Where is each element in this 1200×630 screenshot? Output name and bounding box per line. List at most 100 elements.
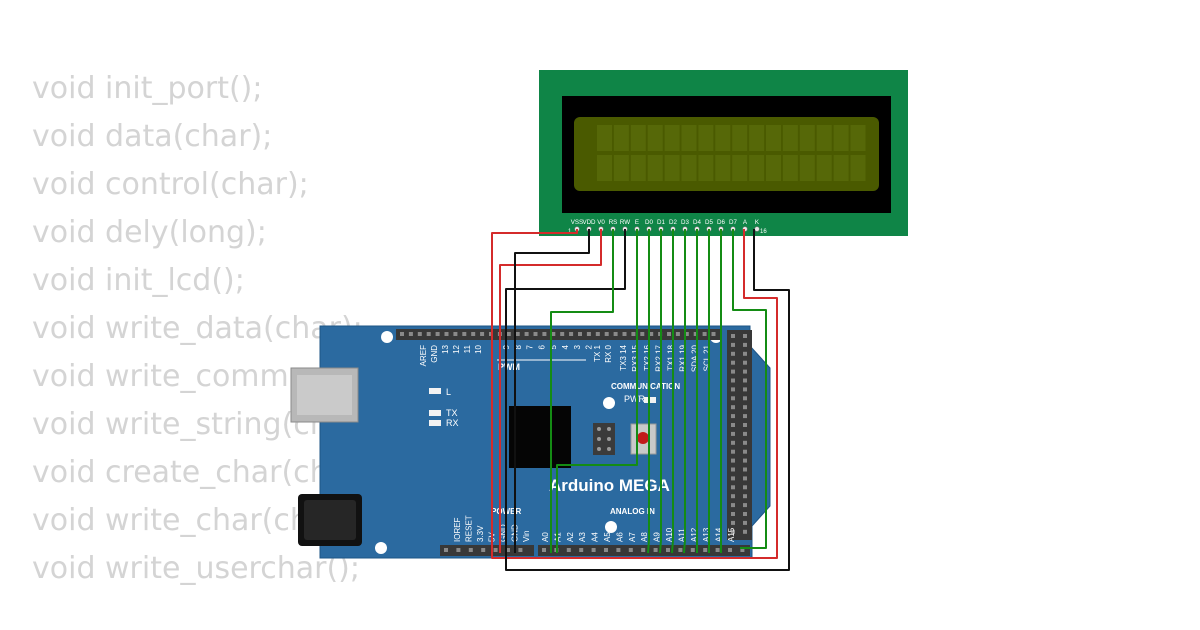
arduino-mega-board: L TX RX PWR PWM COMMUNICATION POWER ANAL… xyxy=(290,325,771,559)
pin-hole xyxy=(533,332,538,336)
pin-hole xyxy=(551,332,556,336)
pin-hole xyxy=(408,332,413,336)
lcd-pin-label: A xyxy=(743,219,748,226)
wire-e-green xyxy=(556,229,638,553)
board-pin-label: A15 xyxy=(727,527,736,542)
board-pin-label: A12 xyxy=(690,527,699,542)
lcd-cell xyxy=(597,155,612,181)
pin-hole xyxy=(743,476,747,481)
pin-hole xyxy=(743,503,747,508)
pin-hole xyxy=(743,529,747,534)
board-pin-label: RESET xyxy=(465,515,474,542)
pin-hole xyxy=(731,405,735,410)
board-pin-label: 11 xyxy=(463,344,472,353)
pin-hole xyxy=(480,332,485,336)
lcd-pin-label: E xyxy=(635,219,639,226)
lcd-pin xyxy=(754,226,760,232)
pin-hole xyxy=(456,548,461,552)
pin-hole xyxy=(400,332,404,336)
lcd-cell xyxy=(850,155,866,181)
pin-hole xyxy=(731,476,735,481)
lcd-cell xyxy=(613,155,629,181)
board-pin-label: A9 xyxy=(653,532,662,542)
wire-d7-green xyxy=(732,229,767,549)
lcd-cell xyxy=(799,125,815,151)
pin-hole xyxy=(518,548,523,552)
pin-hole xyxy=(524,332,529,336)
pin-hole xyxy=(453,332,458,336)
pin-hole xyxy=(711,332,716,336)
lcd-pin-label: D2 xyxy=(669,219,677,226)
pin-hole xyxy=(731,512,735,516)
pin-hole xyxy=(743,431,747,436)
pin-hole xyxy=(731,334,735,338)
board-pin-label: 7 xyxy=(526,344,535,349)
label-rx: RX xyxy=(446,418,459,428)
pin-hole xyxy=(740,548,745,552)
code-line: void control(char); xyxy=(32,167,309,202)
pin-hole xyxy=(560,332,565,336)
lcd-cell xyxy=(816,155,832,181)
mount-hole xyxy=(381,331,393,343)
pin-hole xyxy=(613,332,618,336)
pin-hole xyxy=(631,332,636,336)
label-pwm: PWM xyxy=(498,362,520,372)
wire-rw-black xyxy=(505,229,790,571)
pin-hole xyxy=(417,332,422,336)
lcd-cell xyxy=(732,125,748,151)
board-pin-label: A7 xyxy=(628,532,637,542)
pin-hole xyxy=(715,548,720,552)
pin-hole xyxy=(684,332,689,336)
dc-power-jack-inner xyxy=(304,500,356,540)
lcd-pin-label: D4 xyxy=(693,219,701,226)
board-pin-label: A5 xyxy=(603,532,612,542)
icsp-header xyxy=(593,423,615,455)
board-pin-label: IOREF xyxy=(453,517,462,542)
lcd-pin-label: VSS xyxy=(571,219,583,226)
pin-hole xyxy=(641,548,646,552)
pin-hole xyxy=(471,332,476,336)
lcd-cell xyxy=(698,155,714,181)
pin-hole xyxy=(690,548,695,552)
board-pin-label: GND xyxy=(499,524,508,542)
lcd-cell xyxy=(833,155,849,181)
label-l: L xyxy=(446,387,451,397)
board-pin-label: A3 xyxy=(578,532,587,542)
pin-hole xyxy=(743,387,747,392)
board-pin-label: TX2 16 xyxy=(643,344,652,370)
lcd-pin-label: D5 xyxy=(705,219,713,226)
pin-hole xyxy=(731,378,735,383)
board-pin-label: Vin xyxy=(522,531,531,542)
pin-hole xyxy=(653,548,658,552)
lcd-cell xyxy=(681,125,697,151)
code-line: void write_data(char); xyxy=(32,311,363,346)
lcd-cell xyxy=(630,125,646,151)
pin-hole xyxy=(731,503,735,508)
lcd-pin-label: D1 xyxy=(657,219,665,226)
wire-bus-green xyxy=(647,229,686,554)
board-pin-label: 4 xyxy=(561,344,570,349)
led-l xyxy=(429,388,441,394)
pin-hole xyxy=(506,548,510,552)
lcd-cell xyxy=(715,155,731,181)
wires xyxy=(491,229,790,571)
pin-hole xyxy=(743,449,747,454)
board-pin-label: A2 xyxy=(566,532,575,542)
lcd-pin-label: D3 xyxy=(681,219,689,226)
lcd-cell xyxy=(647,125,663,151)
wire-vdd-red xyxy=(499,229,602,553)
pin-hole xyxy=(743,485,747,490)
board-pin-label: RX1 19 xyxy=(679,344,688,371)
pin-hole xyxy=(743,342,747,347)
board-pin-label: A13 xyxy=(702,527,711,542)
lcd-cell xyxy=(613,125,629,151)
label-pwr: PWR xyxy=(624,394,645,404)
board-name: Arduino MEGA xyxy=(549,476,670,495)
lcd-cell xyxy=(850,125,866,151)
pin-hole xyxy=(731,529,735,534)
pin-hole xyxy=(566,548,571,552)
pin-hole xyxy=(731,449,735,454)
lcd-pin-label: D6 xyxy=(717,219,725,226)
code-line: void write_userchar(); xyxy=(32,551,360,586)
